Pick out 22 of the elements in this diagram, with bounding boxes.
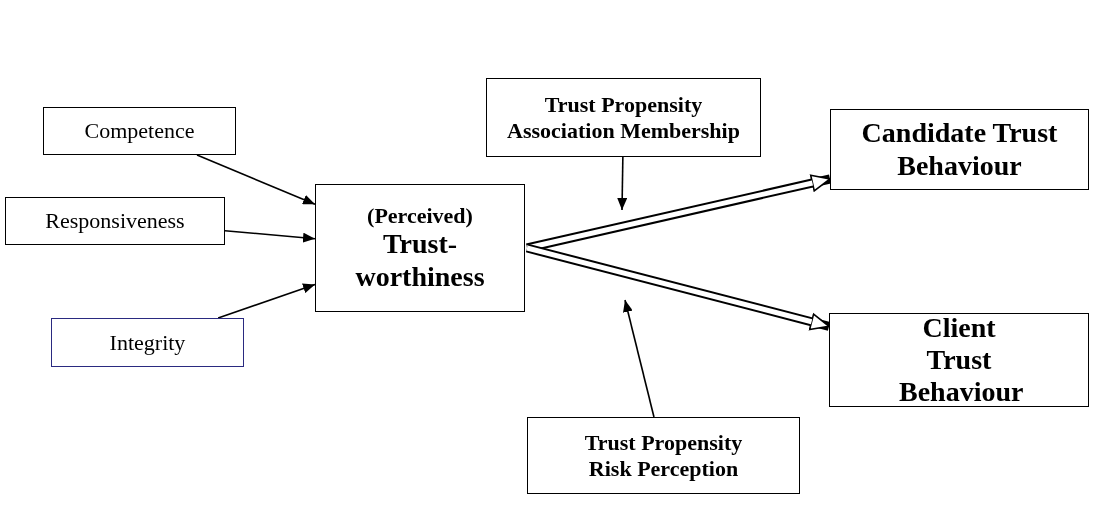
factor-box [5, 197, 225, 245]
arrow [196, 154, 316, 205]
node-text: Candidate Trust Behaviour [860, 117, 1059, 182]
node-text: Responsiveness [45, 208, 185, 234]
arrow [217, 283, 316, 319]
arrow [224, 229, 316, 243]
factor-box [43, 107, 236, 155]
node-text: Trust Propensity Association Membership [506, 92, 741, 143]
factor-box [51, 318, 244, 367]
outcome-box [829, 313, 1089, 407]
arrow [617, 156, 628, 211]
node-text: Integrity [109, 329, 186, 356]
node-text: (Perceived) [367, 203, 473, 229]
moderator-box [527, 417, 800, 494]
construct-box [315, 184, 525, 312]
moderator-box [486, 78, 761, 157]
node-text: Competence [84, 118, 195, 144]
double-arrow [525, 243, 831, 331]
outcome-box [830, 109, 1089, 190]
arrow [623, 299, 655, 418]
node-text: Trust- worthiness [354, 228, 486, 293]
node-text: Trust Propensity Risk Perception [583, 430, 744, 481]
